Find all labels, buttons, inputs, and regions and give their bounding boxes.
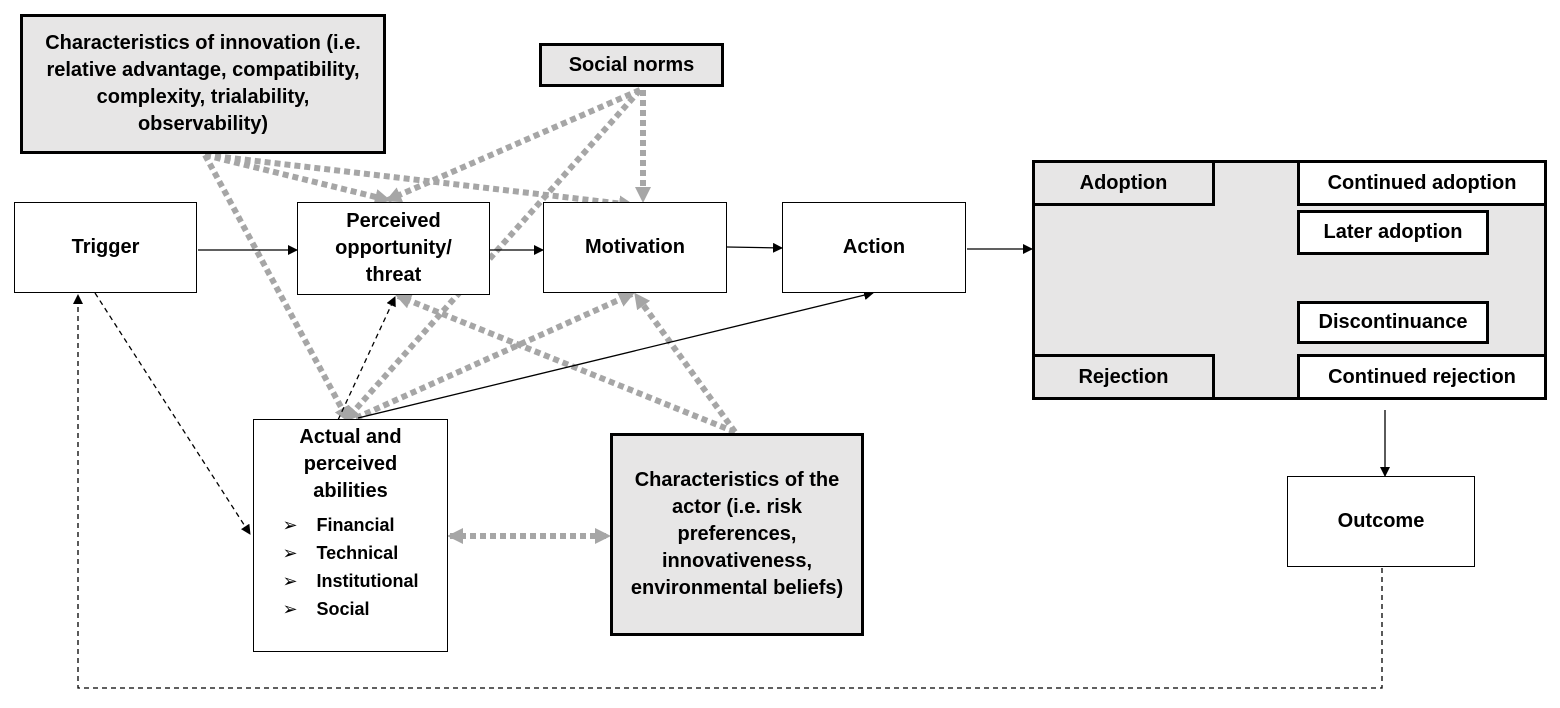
arrow-actor-to-opportunity — [395, 293, 737, 435]
arrow-socialnorms-to-abilities — [343, 88, 643, 423]
later-adoption-text: Later adoption — [1323, 221, 1463, 243]
arrow-innovation-to-motivation — [204, 152, 635, 212]
characteristics-of-actor-text: Characteristics of the actor (i.e. risk … — [630, 469, 844, 599]
arrow-abilities-to-motivation — [354, 291, 635, 421]
abilities-title: Actual and perceived abilities — [299, 426, 402, 502]
continued-rejection-text: Continued rejection — [1328, 365, 1516, 388]
action-text: Action — [842, 236, 906, 258]
trigger-text: Trigger — [71, 236, 140, 258]
abilities-item: ➢Social — [283, 595, 419, 623]
social-norms-text: Social norms — [568, 53, 695, 76]
continued-adoption-text: Continued adoption — [1327, 171, 1517, 194]
action-box: Action — [782, 202, 966, 293]
arrow-actor-to-motivation — [633, 292, 738, 434]
outcome-box: Outcome — [1287, 476, 1475, 567]
continued-rejection-box: Continued rejection — [1297, 354, 1547, 400]
arrow-motivation-to-action — [726, 242, 783, 253]
arrow-trigger-to-abilities — [94, 292, 251, 535]
motivation-box: Motivation — [543, 202, 727, 293]
arrow-bullet-icon: ➢ — [282, 515, 298, 535]
discontinuance-text: Discontinuance — [1318, 311, 1468, 333]
continued-adoption-box: Continued adoption — [1297, 160, 1547, 206]
abilities-item: ➢Financial — [283, 511, 419, 539]
arrow-bullet-icon: ➢ — [282, 599, 298, 619]
arrow-abilities-to-action — [357, 290, 874, 419]
arrow-innovation-to-opportunity — [204, 152, 391, 205]
perceived-opportunity-box: Perceived opportunity/ threat — [297, 202, 490, 295]
arrow-socialnorms-to-opportunity — [385, 87, 642, 203]
arrow-bullet-icon: ➢ — [282, 543, 298, 563]
arrow-abilities-to-opportunity — [337, 296, 396, 421]
abilities-item: ➢Institutional — [283, 567, 419, 595]
outcome-text: Outcome — [1337, 510, 1425, 532]
arrow-bullet-icon: ➢ — [282, 571, 298, 591]
characteristics-of-innovation-box: Characteristics of innovation (i.e. rela… — [20, 14, 386, 154]
characteristics-of-innovation-text: Characteristics of innovation (i.e. rela… — [45, 32, 361, 135]
arrow-outcome-feedback-to-trigger — [73, 294, 1383, 689]
perceived-opportunity-text: Perceived opportunity/ threat — [335, 210, 452, 286]
rejection-text: Rejection — [1078, 365, 1169, 388]
adoption-box: Adoption — [1032, 160, 1215, 206]
social-norms-box: Social norms — [539, 43, 724, 87]
rejection-box: Rejection — [1032, 354, 1215, 400]
discontinuance-box: Discontinuance — [1297, 301, 1489, 344]
characteristics-of-actor-box: Characteristics of the actor (i.e. risk … — [610, 433, 864, 636]
later-adoption-box: Later adoption — [1297, 210, 1489, 255]
adoption-text: Adoption — [1079, 171, 1168, 194]
abilities-box: Actual and perceived abilities ➢Financia… — [253, 419, 448, 652]
abilities-item: ➢Technical — [283, 539, 419, 567]
arrow-innovation-to-abilities — [202, 153, 351, 423]
abilities-list: ➢Financial ➢Technical ➢Institutional ➢So… — [283, 511, 419, 623]
trigger-box: Trigger — [14, 202, 197, 293]
motivation-text: Motivation — [585, 236, 685, 258]
